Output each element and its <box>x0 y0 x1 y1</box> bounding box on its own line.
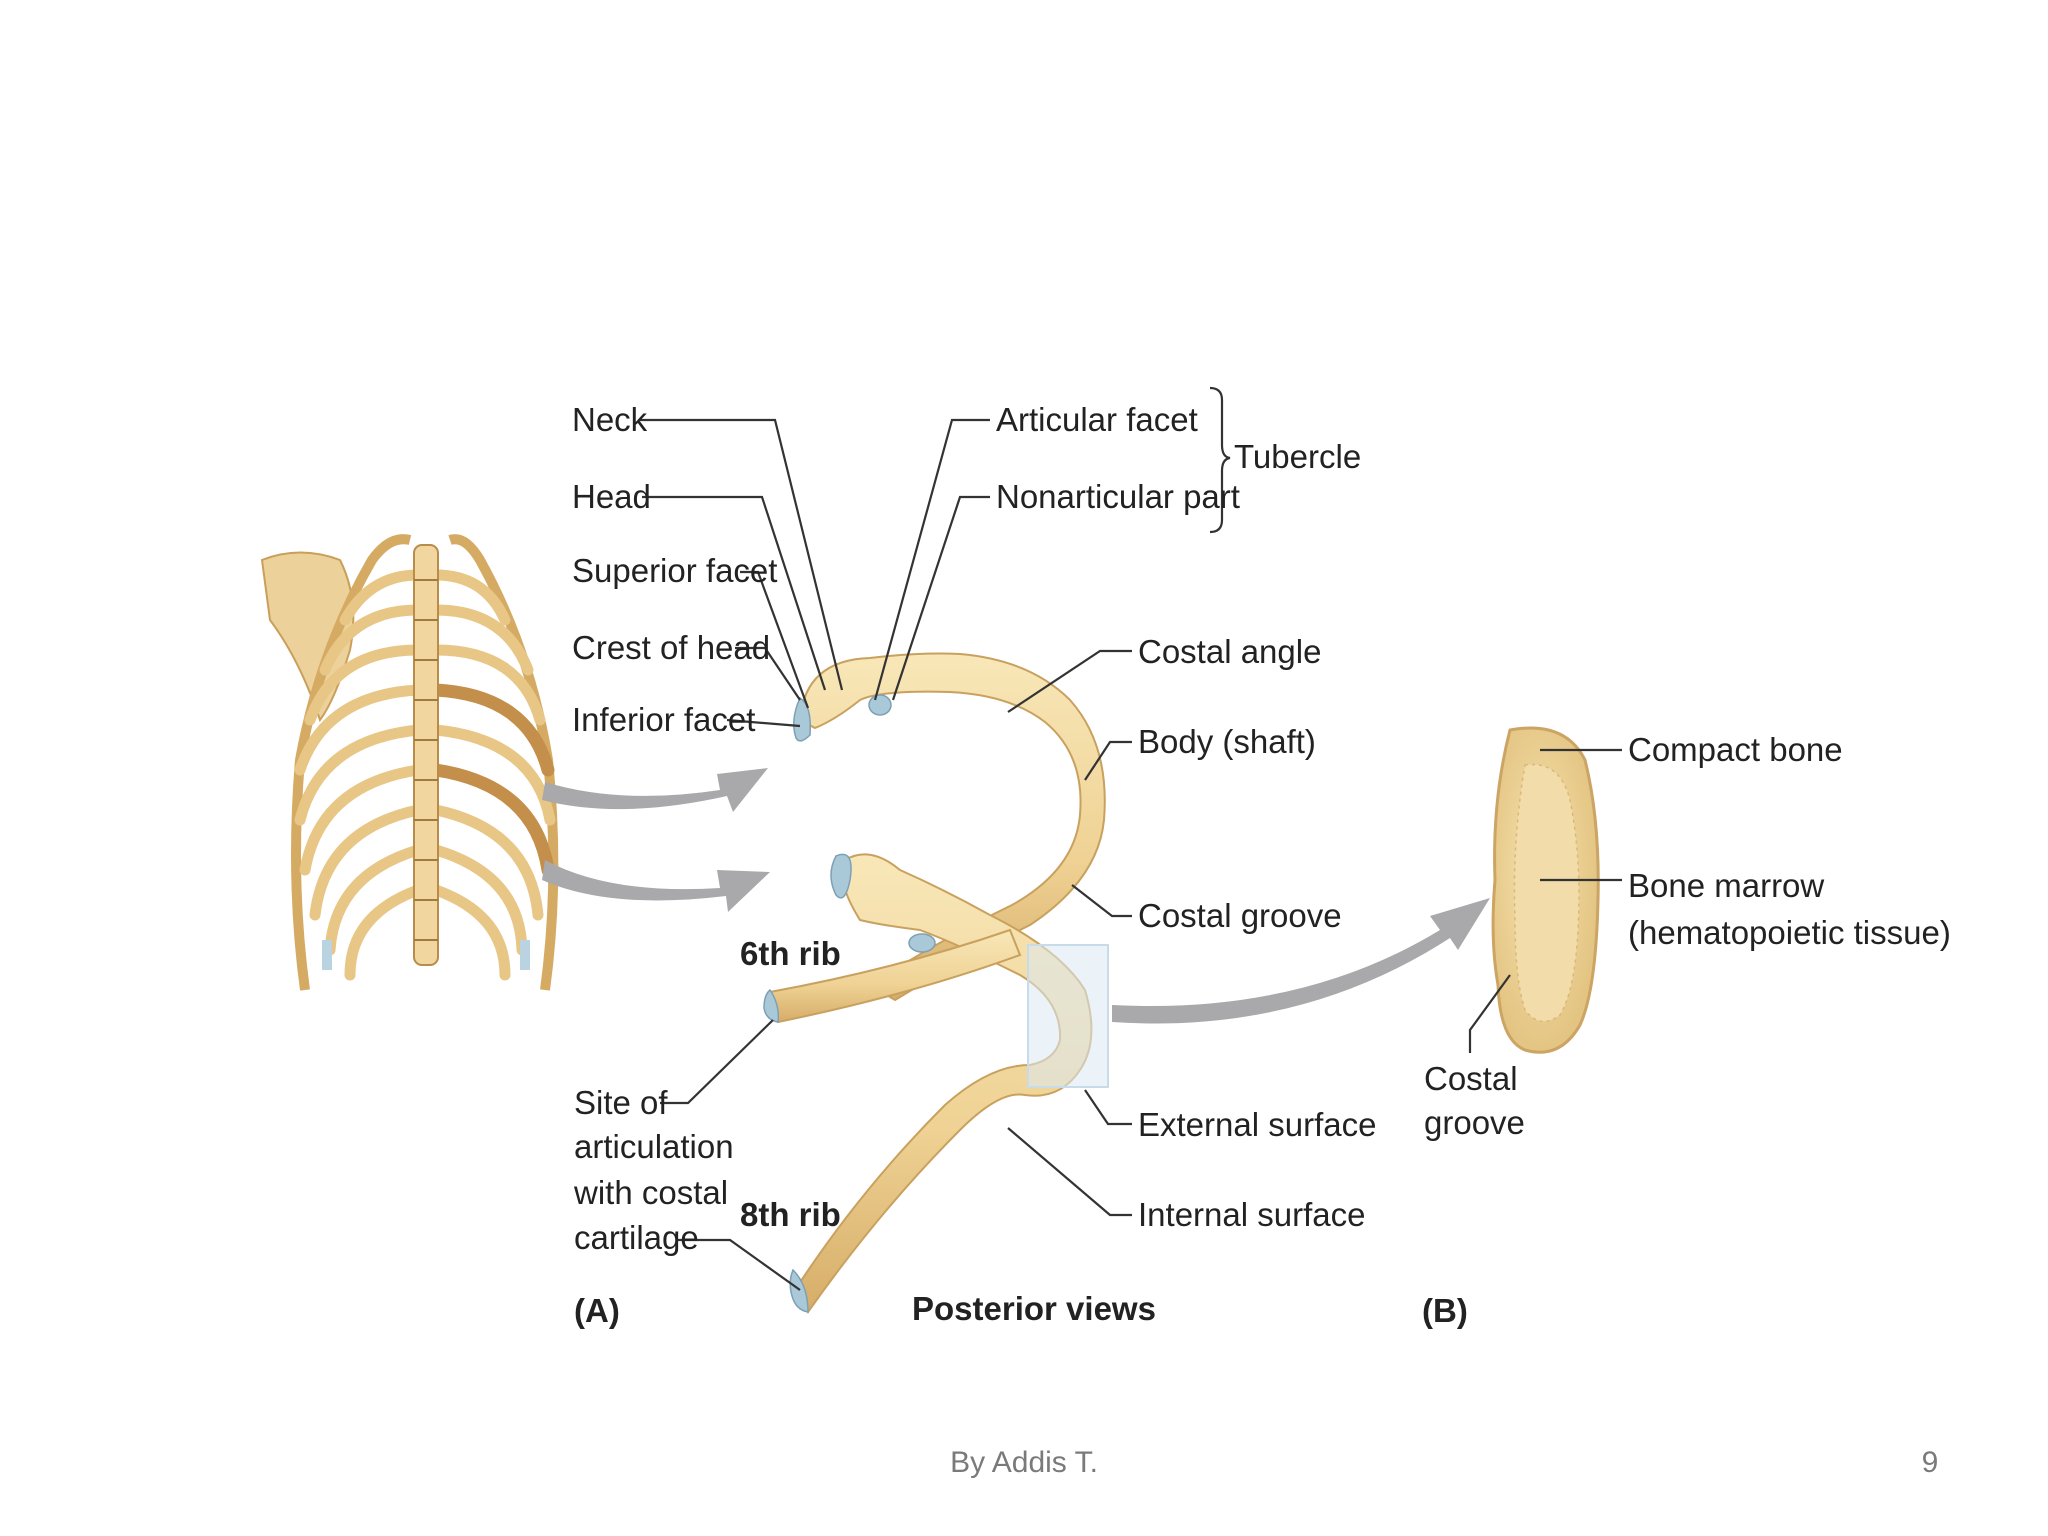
label-posterior-views: Posterior views <box>912 1290 1156 1327</box>
label-site-of-articulation-1: Site of <box>574 1084 668 1121</box>
eighth-rib-illustration <box>763 853 1093 1314</box>
rib-cage-illustration <box>260 534 559 991</box>
label-site-of-articulation-3: with costal <box>573 1174 728 1211</box>
cross-section-highlight-box <box>1027 944 1109 1088</box>
label-costal-groove: Costal groove <box>1138 897 1342 934</box>
label-costal-groove-b-2: groove <box>1424 1104 1525 1141</box>
label-internal-surface: Internal surface <box>1138 1196 1365 1233</box>
label-eighth-rib: 8th rib <box>740 1196 841 1233</box>
footer-author: By Addis T. <box>950 1446 1098 1479</box>
label-inferior-facet: Inferior facet <box>572 701 755 738</box>
sixth-rib-illustration <box>793 652 1106 1002</box>
label-hematopoietic-tissue: (hematopoietic tissue) <box>1628 914 1951 951</box>
label-costal-angle: Costal angle <box>1138 633 1321 670</box>
label-panel-a: (A) <box>574 1292 620 1329</box>
label-bone-marrow: Bone marrow <box>1628 867 1824 904</box>
slide-number: 9 <box>1921 1446 1939 1479</box>
label-head: Head <box>572 478 651 515</box>
label-superior-facet: Superior facet <box>572 552 777 589</box>
label-compact-bone: Compact bone <box>1628 731 1843 768</box>
label-nonarticular-part: Nonarticular part <box>996 478 1240 515</box>
pointer-arrows <box>542 768 1490 1024</box>
label-articular-facet: Articular facet <box>996 401 1198 438</box>
label-tubercle: Tubercle <box>1234 438 1361 475</box>
label-neck: Neck <box>572 401 648 438</box>
label-costal-groove-b-1: Costal <box>1424 1060 1518 1097</box>
label-site-of-articulation-4: cartilage <box>574 1219 699 1256</box>
label-sixth-rib: 6th rib <box>740 935 841 972</box>
label-body-shaft: Body (shaft) <box>1138 723 1316 760</box>
label-panel-b: (B) <box>1422 1292 1468 1329</box>
label-crest-of-head: Crest of head <box>572 629 770 666</box>
label-external-surface: External surface <box>1138 1106 1376 1143</box>
leader-lines <box>640 386 1622 1291</box>
label-site-of-articulation-2: articulation <box>574 1128 734 1165</box>
rib-cross-section-illustration <box>1491 726 1600 1054</box>
